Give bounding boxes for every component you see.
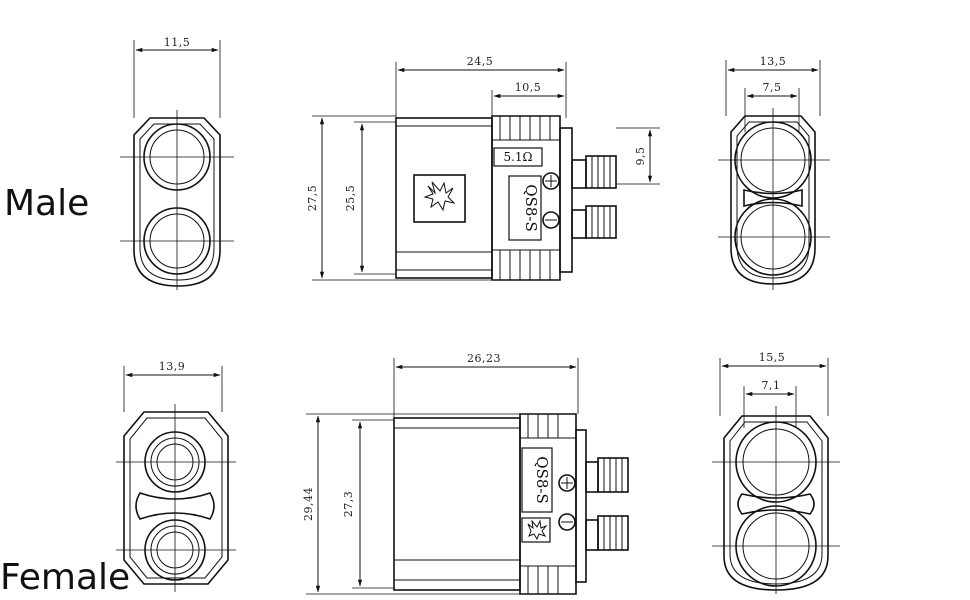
- female-side-length-dim: 26,23: [467, 352, 501, 365]
- logo-mark-icon: [423, 181, 456, 212]
- male-side-length-dim: 24,5: [467, 55, 494, 68]
- female-side-height-outer-dim: 29,44: [302, 487, 315, 521]
- male-row-label: Male: [4, 183, 90, 224]
- female-side-ribs: [520, 414, 576, 594]
- male-side-rear-dim: 10,5: [515, 81, 542, 94]
- female-side-view: QS8-S 26,23 29,44 27,3: [302, 352, 629, 595]
- male-front-width-dim: 11,5: [164, 36, 191, 49]
- male-side-height-outer-dim: 27,5: [306, 185, 319, 212]
- female-back-view: 15,5 7,1: [712, 351, 840, 594]
- male-side-view: 5.1Ω QS8-S 24,5 10,5 27,5: [306, 55, 660, 281]
- male-pins: [571, 155, 617, 239]
- male-pin-pitch-dim: 9,5: [634, 147, 647, 166]
- female-side-height-inner-dim: 27,3: [342, 491, 355, 518]
- female-logo-mark-icon: [527, 519, 548, 541]
- female-front-width-dim: 13,9: [159, 360, 186, 373]
- female-row-label: Female: [0, 557, 131, 598]
- resistor-label: 5.1Ω: [503, 150, 532, 164]
- male-back-view: 13,5 7,5: [718, 55, 830, 290]
- male-side-ribs: [492, 116, 560, 280]
- female-front-view: 13,9: [116, 360, 236, 592]
- female-pins: [585, 457, 629, 551]
- model-label: QS8-S: [522, 184, 540, 231]
- male-side-height-inner-dim: 25,5: [344, 185, 357, 212]
- female-back-inner-dim: 7,1: [762, 379, 781, 392]
- female-model-label: QS8-S: [533, 456, 551, 503]
- female-back-width-dim: 15,5: [759, 351, 786, 364]
- male-back-inner-dim: 7,5: [763, 81, 782, 94]
- male-front-view: 11,5: [120, 36, 234, 290]
- male-back-width-dim: 13,5: [760, 55, 787, 68]
